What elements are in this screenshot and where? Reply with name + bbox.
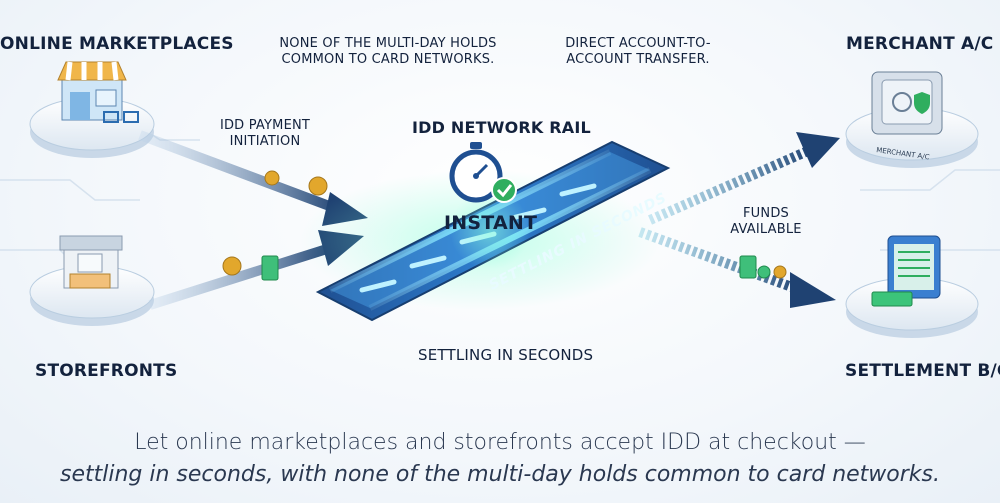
settlement-account-platform (845, 235, 979, 338)
note-holds: NONE OF THE MULTI-DAY HOLDS COMMON TO CA… (268, 36, 508, 68)
note-direct: DIRECT ACCOUNT-TO- ACCOUNT TRANSFER. (548, 36, 728, 68)
note-payment-initiation-line1: IDD PAYMENT (219, 118, 311, 133)
caption-line1: Let online marketplaces and storefronts … (134, 430, 866, 455)
node-label-storefronts: STOREFRONTS (35, 361, 178, 381)
node-label-settlement: SETTLEMENT B/C (845, 361, 1000, 381)
network-rail (300, 140, 671, 322)
online-marketplaces-platform (29, 61, 155, 158)
note-payment-initiation-line2: INITIATION (229, 134, 301, 149)
note-funds-available: FUNDS AVAILABLE (716, 206, 816, 238)
note-funds-available-line2: AVAILABLE (730, 222, 802, 237)
rail-instant-label: INSTANT (444, 212, 538, 234)
coin-icons (222, 170, 787, 279)
note-holds-line2: COMMON TO CARD NETWORKS. (281, 52, 495, 67)
note-holds-line1: NONE OF THE MULTI-DAY HOLDS (279, 36, 497, 51)
storefronts-platform (29, 235, 155, 326)
arrow-rail-to-merchant (647, 132, 840, 225)
money-note-icon (261, 255, 771, 281)
arrow-rail-to-settlement (638, 227, 836, 308)
merchant-account-platform (845, 71, 979, 168)
note-payment-initiation: IDD PAYMENT INITIATION (200, 118, 330, 150)
note-funds-available-line1: FUNDS (743, 206, 789, 221)
node-label-online-marketplaces: ONLINE MARKETPLACES (0, 34, 234, 54)
node-label-merchant: MERCHANT A/C (846, 34, 994, 54)
rail-title: IDD NETWORK RAIL (412, 118, 591, 137)
rail-below-label: SETTLING IN SECONDS (418, 346, 594, 364)
note-direct-line1: DIRECT ACCOUNT-TO- (565, 36, 711, 51)
caption-line2: settling in seconds, with none of the mu… (60, 462, 940, 487)
stopwatch-icon (449, 142, 517, 203)
note-direct-line2: ACCOUNT TRANSFER. (566, 52, 710, 67)
